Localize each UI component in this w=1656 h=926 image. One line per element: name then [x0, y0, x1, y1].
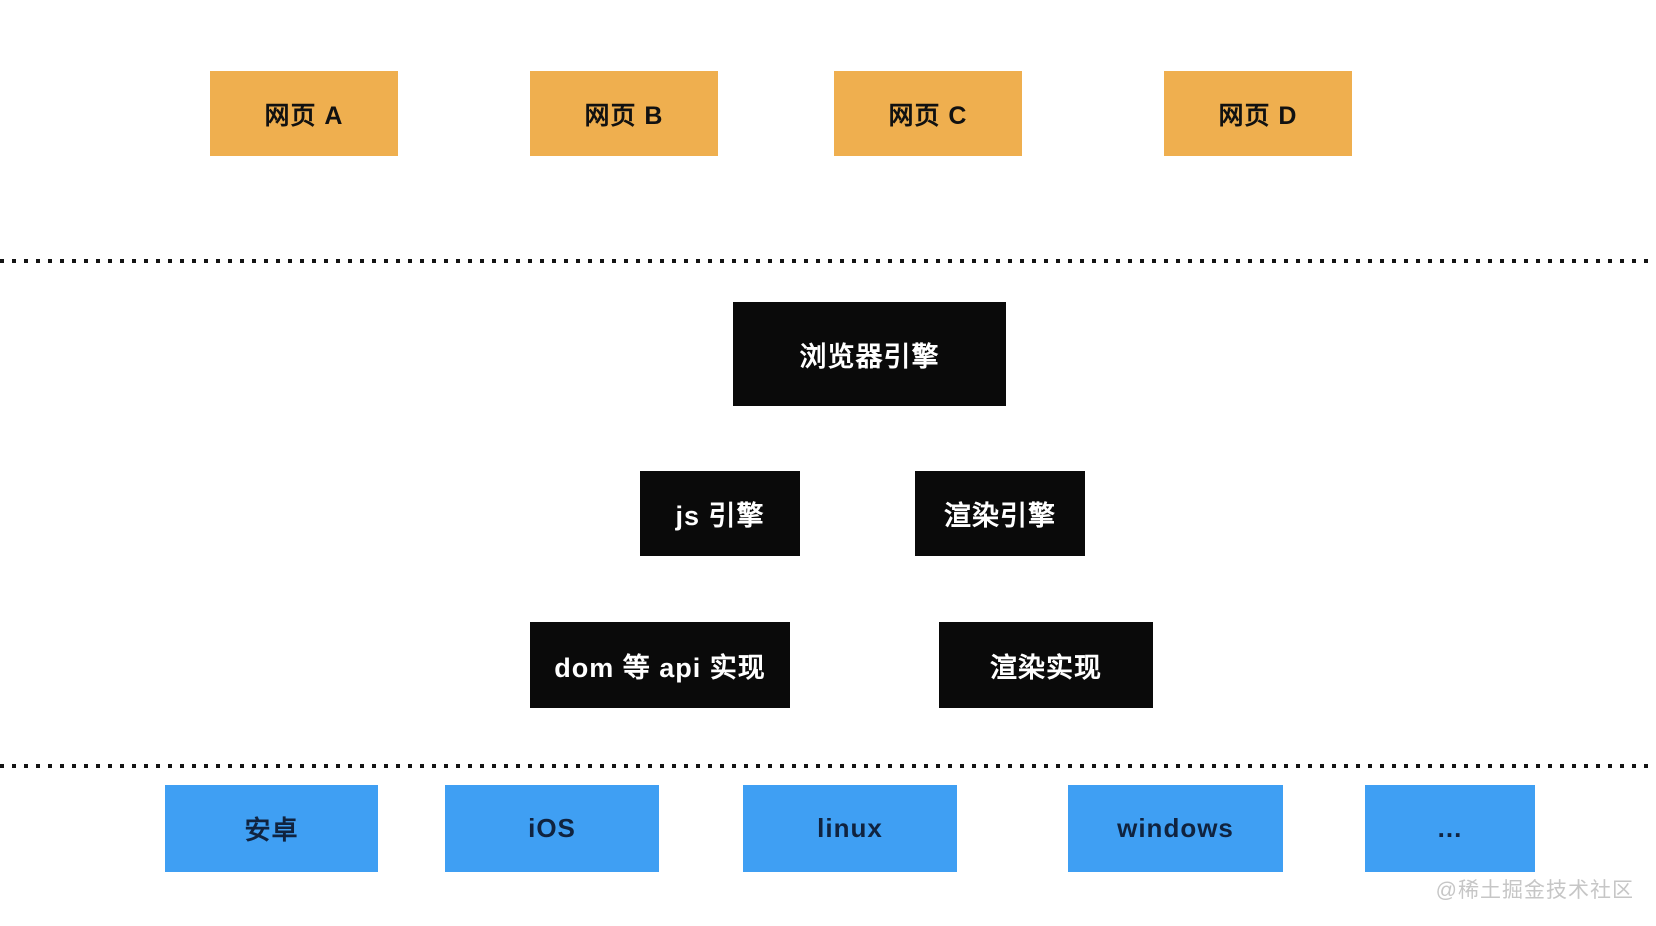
dotted-separator-top	[0, 259, 1656, 263]
webpage-c-box: 网页 C	[834, 71, 1022, 156]
webpage-b-box: 网页 B	[530, 71, 718, 156]
render-implementation-box: 渲染实现	[939, 622, 1153, 708]
platform-ios-box: iOS	[445, 785, 659, 872]
webpage-a-box: 网页 A	[210, 71, 398, 156]
render-engine-box: 渲染引擎	[915, 471, 1085, 556]
dom-api-implementation-box: dom 等 api 实现	[530, 622, 790, 708]
juejin-watermark: @稀土掘金技术社区	[1435, 879, 1634, 902]
platform-linux-box: linux	[743, 785, 957, 872]
webpage-d-box: 网页 D	[1164, 71, 1352, 156]
platform-android-box: 安卓	[165, 785, 378, 872]
platform-windows-box: windows	[1068, 785, 1283, 872]
browser-engine-box: 浏览器引擎	[733, 302, 1006, 406]
platform-more-box: ...	[1365, 785, 1535, 872]
js-engine-box: js 引擎	[640, 471, 800, 556]
dotted-separator-bottom	[0, 764, 1656, 768]
